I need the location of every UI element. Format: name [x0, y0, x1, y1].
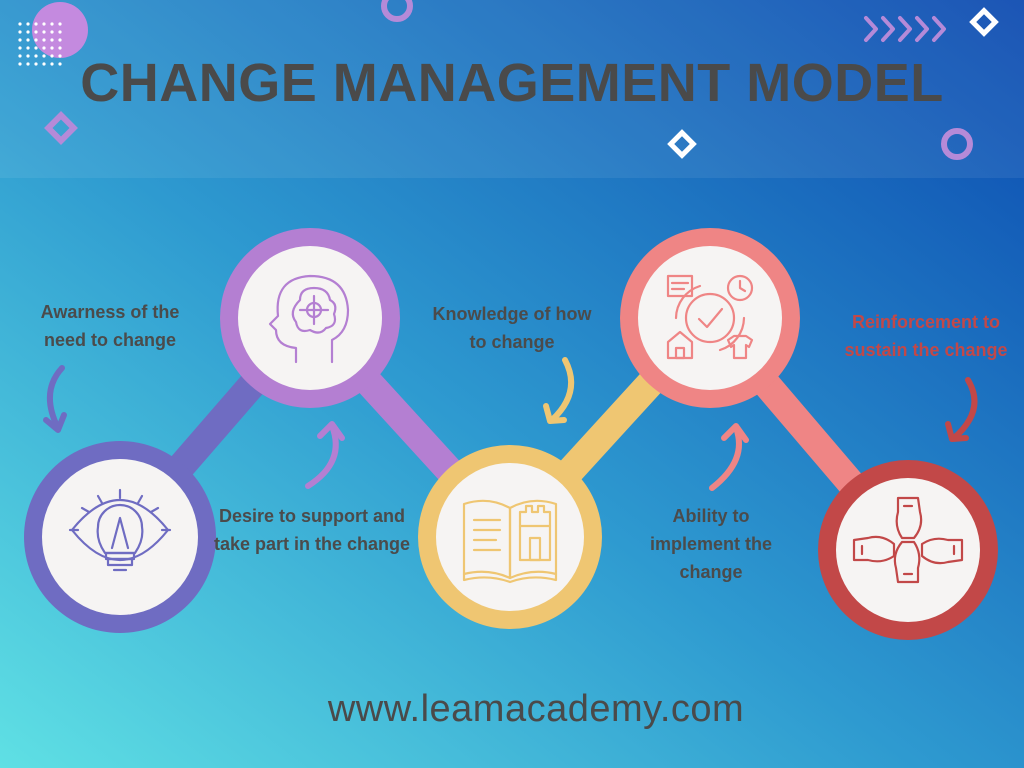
step-2-disc — [238, 246, 382, 390]
deco-dot — [26, 22, 30, 26]
deco-dot — [58, 62, 62, 66]
step-1-label: Awarness of the need to change — [40, 302, 180, 350]
deco-dot — [26, 54, 30, 58]
lightbulb-eye-icon — [68, 488, 172, 572]
deco-dot — [58, 22, 62, 26]
deco-dot — [18, 30, 22, 34]
deco-dot — [58, 30, 62, 34]
deco-chevrons — [864, 16, 946, 42]
step-3-label: Knowledge of how to change — [432, 304, 592, 352]
step-4-disc — [638, 246, 782, 390]
deco-dot — [18, 54, 22, 58]
deco-dot — [42, 46, 46, 50]
deco-dot — [42, 54, 46, 58]
deco-dot — [26, 46, 30, 50]
page-title: CHANGE MANAGEMENT MODEL — [80, 53, 944, 113]
website-url: www.leamacademy.com — [327, 688, 745, 730]
deco-dot-grid — [18, 22, 62, 66]
deco-dot — [42, 38, 46, 42]
deco-dot — [34, 22, 38, 26]
decorations — [18, 0, 999, 160]
deco-dot — [50, 54, 54, 58]
deco-dot — [42, 30, 46, 34]
deco-dot — [42, 22, 46, 26]
arrow-up-step-2 — [305, 421, 345, 489]
deco-ring-top — [381, 0, 413, 22]
deco-dot — [50, 38, 54, 42]
deco-circle-pink — [32, 2, 88, 58]
deco-dot — [34, 54, 38, 58]
deco-dot — [26, 38, 30, 42]
joined-hands-icon — [852, 496, 964, 584]
step-4-label: Ability to implement the change — [649, 506, 773, 582]
header-band — [0, 0, 1024, 178]
arrow-up-step-4 — [709, 423, 749, 491]
deco-ring-right — [941, 128, 973, 160]
step-5-label: Reinforcement to sustain the change — [844, 312, 1008, 360]
deco-dot — [58, 38, 62, 42]
deco-dot — [34, 30, 38, 34]
deco-dot — [18, 22, 22, 26]
deco-dot — [50, 22, 54, 26]
open-book-castle-icon — [462, 499, 558, 584]
step-2 — [220, 228, 400, 408]
step-1-disc — [42, 459, 198, 615]
deco-dot — [34, 62, 38, 66]
deco-dot — [58, 54, 62, 58]
deco-dot — [42, 62, 46, 66]
step-4 — [620, 228, 800, 408]
deco-dot — [26, 62, 30, 66]
step-5 — [818, 460, 998, 640]
step-5-disc — [836, 478, 980, 622]
deco-dot — [50, 62, 54, 66]
deco-dot — [18, 38, 22, 42]
arrow-down-step-5 — [945, 377, 978, 442]
deco-diamond-mid — [667, 129, 697, 159]
arrows — [43, 357, 978, 491]
step-2-label: Desire to support and take part in the c… — [213, 506, 411, 554]
deco-dot — [50, 46, 54, 50]
deco-dot — [58, 46, 62, 50]
arrow-down-step-1 — [43, 365, 67, 433]
deco-dot — [34, 46, 38, 50]
deco-dot — [26, 30, 30, 34]
deco-diamond-left — [44, 111, 78, 145]
deco-dot — [18, 46, 22, 50]
deco-dot — [34, 38, 38, 42]
deco-dot — [18, 62, 22, 66]
deco-dot — [50, 30, 54, 34]
arrow-down-step-3 — [543, 357, 575, 424]
brain-head-icon — [268, 274, 350, 364]
step-1 — [24, 441, 216, 633]
checkmark-cycle-icon — [666, 274, 754, 360]
deco-diamond-right — [969, 7, 999, 37]
